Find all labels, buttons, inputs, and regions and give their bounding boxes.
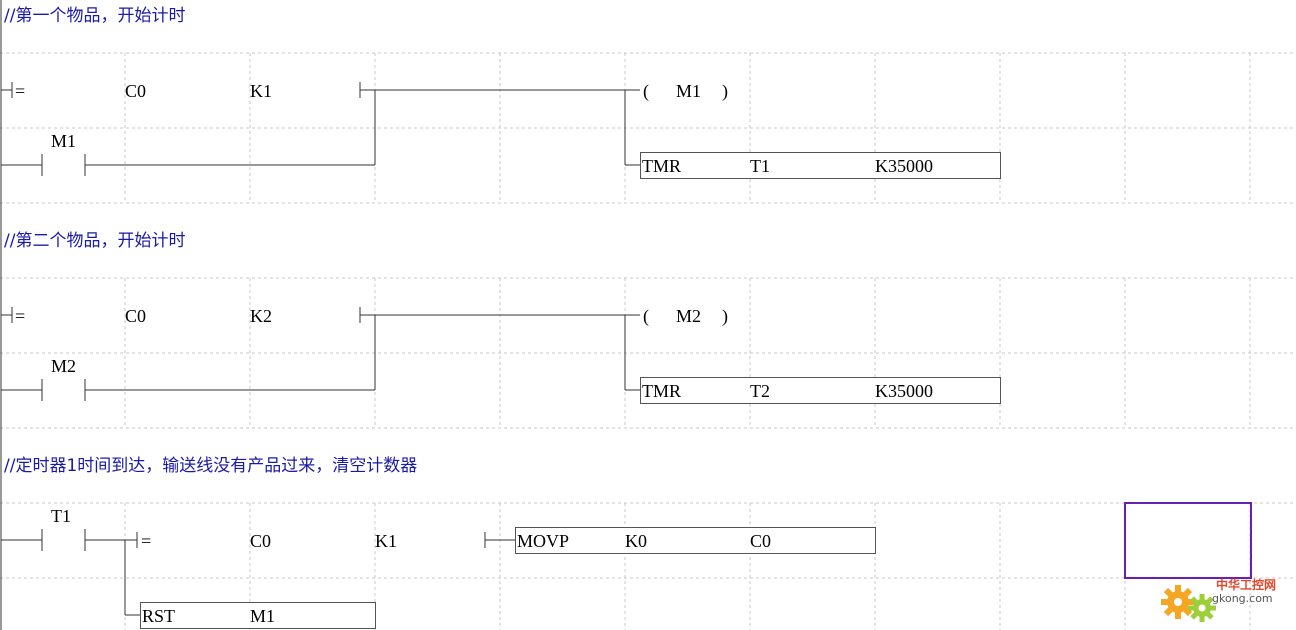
- rung-3-reset-op[interactable]: RST: [142, 606, 176, 626]
- rung-1-instruction-arg1[interactable]: T1: [750, 156, 770, 176]
- rung-2-coil-close: ): [722, 306, 728, 326]
- watermark-domain: gkong.com: [1212, 592, 1273, 605]
- rung-1-instruction-box[interactable]: [640, 152, 1001, 179]
- rung-3-contact-label[interactable]: T1: [51, 506, 71, 526]
- rung-2-coil-open: (: [643, 306, 649, 326]
- rung-2-compare-src2[interactable]: K2: [250, 306, 272, 326]
- rung-1-instruction-arg2[interactable]: K35000: [875, 156, 933, 176]
- rung-3-compare-src1[interactable]: C0: [250, 531, 272, 551]
- rung-1-instruction-op[interactable]: TMR: [642, 156, 682, 176]
- rung-3-reset-arg1[interactable]: M1: [250, 606, 276, 626]
- rung-2-instruction-arg2[interactable]: K35000: [875, 381, 933, 401]
- rung-2-coil-device[interactable]: M2: [676, 306, 702, 326]
- rung-2-compare-op[interactable]: =: [15, 306, 26, 326]
- gear-icon: [1161, 585, 1216, 622]
- watermark-brand: 中华工控网: [1216, 578, 1277, 592]
- rung-2-instruction-arg1[interactable]: T2: [750, 381, 770, 401]
- rung-2-contact-label[interactable]: M2: [51, 356, 77, 376]
- rung-1-coil-close: ): [722, 81, 728, 101]
- cell-selection-cursor[interactable]: [1124, 502, 1252, 579]
- rung-2-comment[interactable]: //第二个物品，开始计时: [4, 231, 186, 251]
- rung-3-reset-box[interactable]: [140, 602, 376, 629]
- rung-3-comment[interactable]: //定时器1时间到达，输送线没有产品过来，清空计数器: [4, 456, 418, 476]
- rung-3-compare-op[interactable]: =: [141, 531, 152, 551]
- rung-2-instruction-box[interactable]: [640, 377, 1001, 404]
- rung-1-comment[interactable]: //第一个物品，开始计时: [4, 6, 186, 26]
- ladder-wires: [0, 0, 640, 630]
- rung-1-coil-open: (: [643, 81, 649, 101]
- rung-2-instruction-op[interactable]: TMR: [642, 381, 682, 401]
- rung-3-instruction-arg1[interactable]: K0: [625, 531, 647, 551]
- watermark-logo: 中华工控网 gkong.com: [1160, 576, 1290, 628]
- rung-3-instruction-arg2[interactable]: C0: [750, 531, 772, 551]
- rung-1-compare-src1[interactable]: C0: [125, 81, 147, 101]
- rung-3-instruction-box[interactable]: [515, 527, 876, 554]
- rung-3-instruction-op[interactable]: MOVP: [517, 531, 570, 551]
- rung-1-compare-op[interactable]: =: [15, 81, 26, 101]
- rung-1-coil-device[interactable]: M1: [676, 81, 702, 101]
- rung-2-compare-src1[interactable]: C0: [125, 306, 147, 326]
- rung-1-contact-label[interactable]: M1: [51, 131, 77, 151]
- rung-1-compare-src2[interactable]: K1: [250, 81, 272, 101]
- rung-3-compare-src2[interactable]: K1: [375, 531, 397, 551]
